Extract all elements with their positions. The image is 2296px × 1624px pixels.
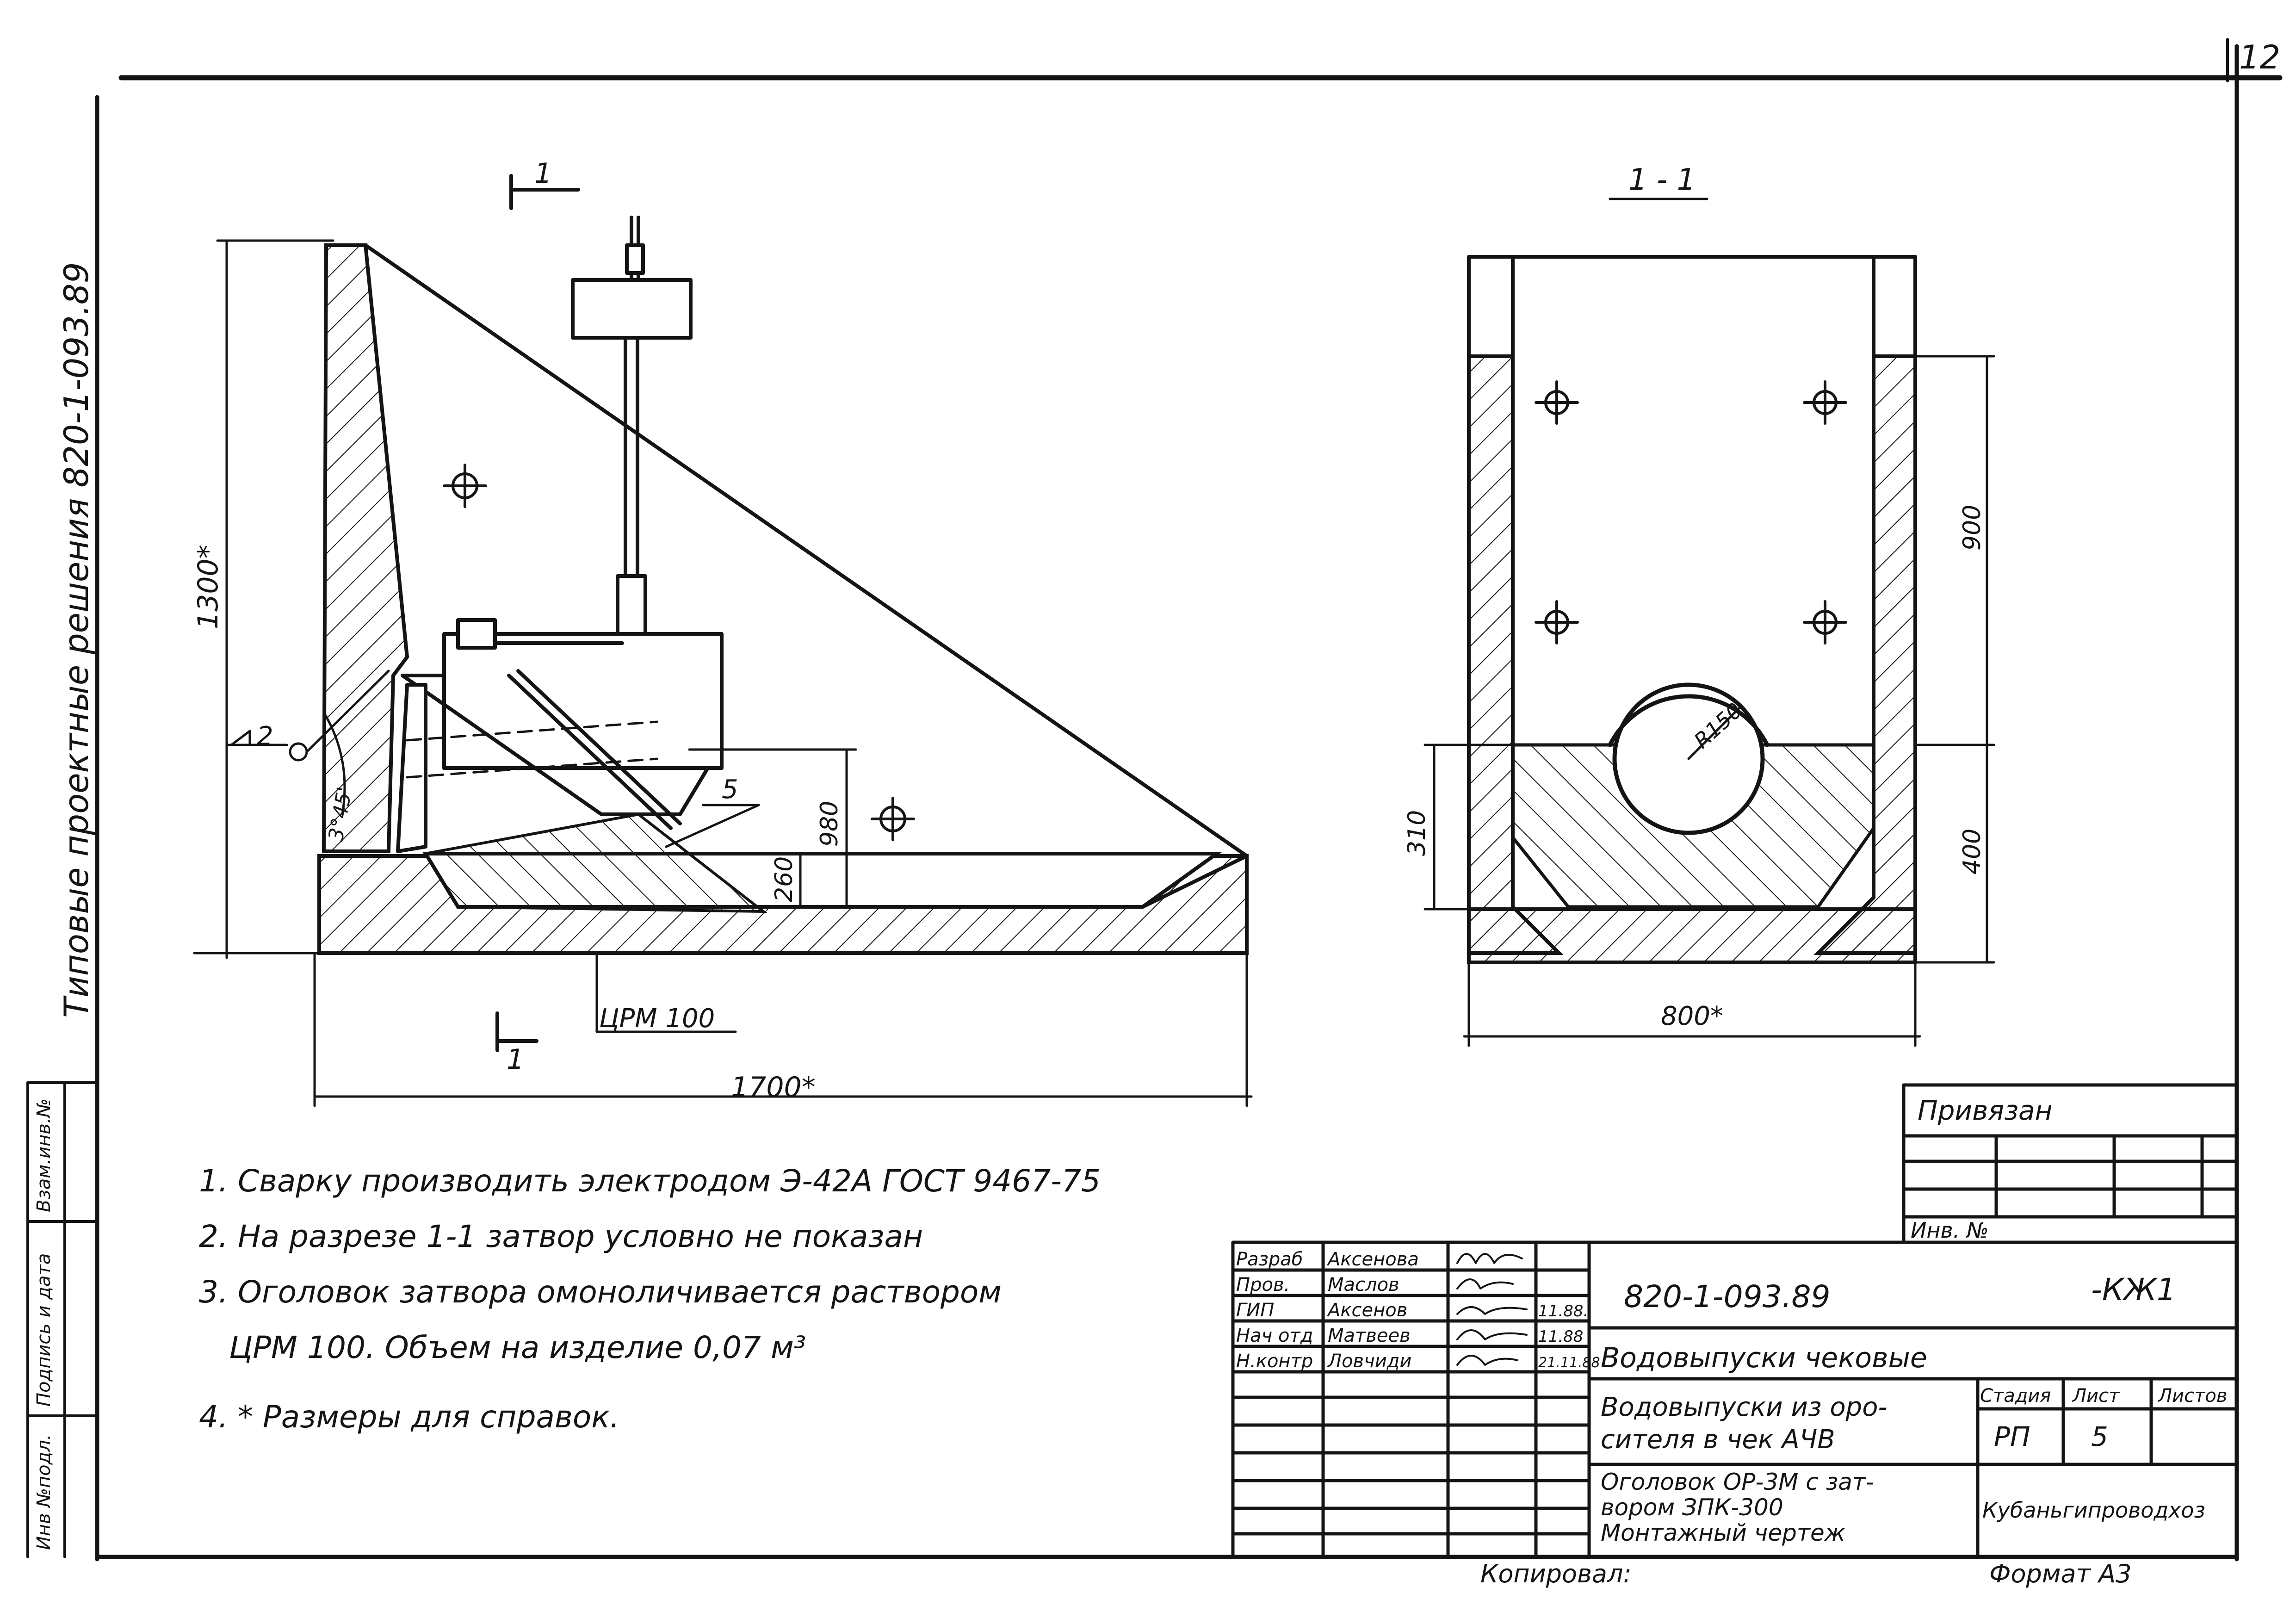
dimensions-section: [1423, 198, 1995, 1047]
dim-1300: 1300*: [192, 545, 224, 629]
name-3: Матвеев: [1328, 1325, 1411, 1346]
left-strip-replace: Взам.инв.№: [33, 1098, 55, 1212]
stage-label: Стадия: [1980, 1385, 2051, 1407]
object-line2: сителя в чек АЧВ: [1601, 1425, 1835, 1455]
section-title: 1 - 1: [1628, 163, 1696, 197]
drawing-line1: Оголовок ОР-3М с зат-: [1601, 1469, 1874, 1495]
note-2: 2. На разрезе 1-1 затвор условно не пока…: [199, 1219, 923, 1254]
callout-5: 5: [722, 775, 738, 805]
section-label-bottom: 1: [507, 1043, 524, 1076]
object-line1: Водовыпуски из оро-: [1601, 1392, 1888, 1422]
copied-label: Копировал:: [1480, 1559, 1632, 1588]
notes: 1. Сварку производить электродом Э-42А Г…: [199, 1163, 1101, 1435]
project-title: Водовыпуски чековые: [1601, 1342, 1927, 1374]
drawing-line2: вором ЗПК-300: [1601, 1494, 1783, 1521]
page-number: 12: [2239, 38, 2280, 76]
dim-310: 310: [1403, 810, 1431, 856]
privyazan-label: Привязан: [1918, 1095, 2053, 1126]
title-block: [1231, 1083, 2239, 1559]
role-2: ГИП: [1236, 1300, 1274, 1321]
section-label-top: 1: [534, 157, 552, 190]
note-1: 1. Сварку производить электродом Э-42А Г…: [199, 1163, 1101, 1199]
role-3: Нач отд: [1236, 1325, 1313, 1346]
bolt-markers: [443, 464, 915, 841]
section-view: 1 - 1 900 400 310 800* R150: [1403, 163, 1995, 1047]
note-3: 3. Оголовок затвора омоноличивается раст…: [199, 1274, 1002, 1310]
left-strip: [26, 1081, 99, 1558]
dim-980: 980: [816, 801, 843, 847]
left-strip-sign: Подпись и дата: [33, 1253, 55, 1407]
doc-suffix: -КЖ1: [2091, 1272, 2176, 1308]
role-1: Пров.: [1236, 1274, 1290, 1295]
name-0: Аксенова: [1326, 1249, 1419, 1270]
doc-code: 820-1-093.89: [1624, 1279, 1831, 1314]
dim-400: 400: [1958, 829, 1986, 874]
sheet-value: 5: [2091, 1421, 2108, 1452]
date-4: 21.11.88: [1538, 1355, 1600, 1371]
back-wall: [322, 243, 409, 853]
name-4: Ловчиди: [1327, 1351, 1411, 1372]
date-2: 11.88.: [1538, 1302, 1588, 1320]
side-title: Типовые проектные решения 820-1-093.89: [57, 262, 96, 1018]
inv-no-label: Инв. №: [1911, 1218, 1989, 1243]
organization: Кубаньгипроводхоз: [1982, 1498, 2205, 1523]
mortar-fill: [423, 812, 767, 913]
section-marks: [495, 174, 580, 1052]
signature-marks: [1456, 1253, 1528, 1366]
dim-260: 260: [770, 856, 798, 902]
sheet-label: Лист: [2072, 1385, 2120, 1407]
note-3-cont: ЦРМ 100. Объем на изделие 0,07 м³: [229, 1330, 806, 1365]
stage-value: РП: [1994, 1421, 2030, 1452]
dim-900: 900: [1958, 505, 1986, 551]
name-2: Аксенов: [1326, 1300, 1407, 1321]
section-bolts: [1535, 380, 1847, 645]
signatures-table: Разраб Пров. ГИП Нач отд Н.контр Аксенов…: [1236, 1249, 1600, 1372]
sheets-label: Листов: [2157, 1385, 2227, 1407]
section-outline: [1467, 255, 1917, 964]
left-strip-inv: Инв №подл.: [33, 1434, 55, 1550]
material-label: ЦРМ 100: [599, 1004, 715, 1034]
role-4: Н.контр: [1236, 1351, 1313, 1372]
dim-800: 800*: [1661, 1001, 1723, 1031]
format-label: Формат А3: [1989, 1559, 2132, 1588]
wing-edge: [364, 243, 1249, 858]
bottom-slab: [1467, 907, 1917, 964]
note-4: 4. * Размеры для справок.: [199, 1399, 619, 1435]
name-1: Маслов: [1328, 1274, 1399, 1295]
date-3: 11.88: [1538, 1327, 1583, 1346]
gate-assembly: [396, 216, 724, 853]
main-view: 1 1 1700* 1300* 980 260 5 2: [192, 157, 1253, 1107]
drawing-line3: Монтажный чертеж: [1601, 1519, 1845, 1546]
dim-1700: 1700*: [731, 1071, 816, 1103]
dimensions-main: [193, 239, 1253, 1107]
callout-2: 2: [257, 721, 273, 751]
role-0: Разраб: [1236, 1249, 1303, 1270]
